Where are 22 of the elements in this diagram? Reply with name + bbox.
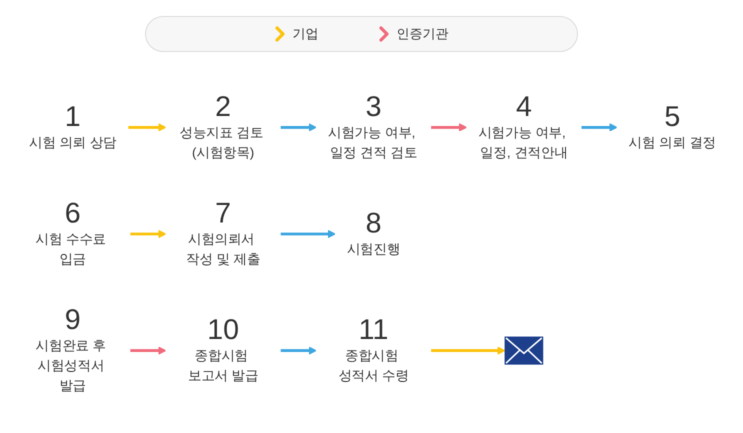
node-text: 11 종합시험 성적서 수령 <box>338 314 409 383</box>
arrow <box>581 123 618 132</box>
node-text: 10 종합시험 보고서 발급 <box>188 314 258 383</box>
node-text: 6 시험 수수료 입금 <box>36 198 106 266</box>
node-text: 4 시험가능 여부, 일정, 견적안내 <box>478 91 568 160</box>
arrow <box>130 230 166 238</box>
node-text: 8 시험진행 <box>346 208 400 256</box>
arrow <box>430 346 506 355</box>
arrow <box>280 230 336 238</box>
arrow <box>430 123 468 132</box>
legend-label: 인증기관 <box>396 25 448 43</box>
node-text: 5 시험 의뢰 결정 <box>628 101 716 150</box>
arrow <box>280 123 317 132</box>
node-text: 7 시험의뢰서 작성 및 제출 <box>186 198 260 266</box>
node-text: 3 시험가능 여부, 일정 견적 검토 <box>328 91 418 160</box>
node-text: 2 성능지표 검토 (시험항목) <box>179 91 264 160</box>
legend-label: 기업 <box>292 25 318 43</box>
arrow <box>128 123 166 132</box>
arrow <box>130 346 166 355</box>
arrow <box>280 346 317 355</box>
node-text: 9 시험완료 후 시험성적서 발급 <box>36 304 106 393</box>
node-text: 1 시험 의뢰 상담 <box>29 101 116 150</box>
